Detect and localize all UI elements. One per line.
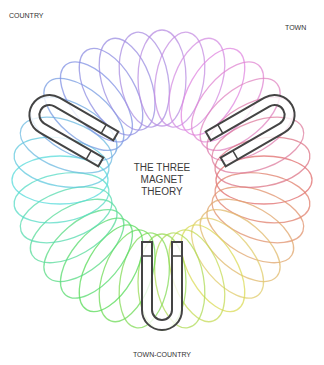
- region-label: TOWN-COUNTRY: [132, 351, 192, 358]
- horseshoe-magnet: [142, 242, 182, 330]
- title-text: THE THREE MAGNET THEORY: [129, 162, 195, 198]
- region-label: COUNTRY: [8, 12, 44, 19]
- horseshoe-magnet: [206, 88, 302, 167]
- horseshoe-magnet: [22, 88, 118, 167]
- region-label: TOWN: [284, 24, 307, 31]
- title-circle: THE THREE MAGNET THEORY: [110, 128, 214, 232]
